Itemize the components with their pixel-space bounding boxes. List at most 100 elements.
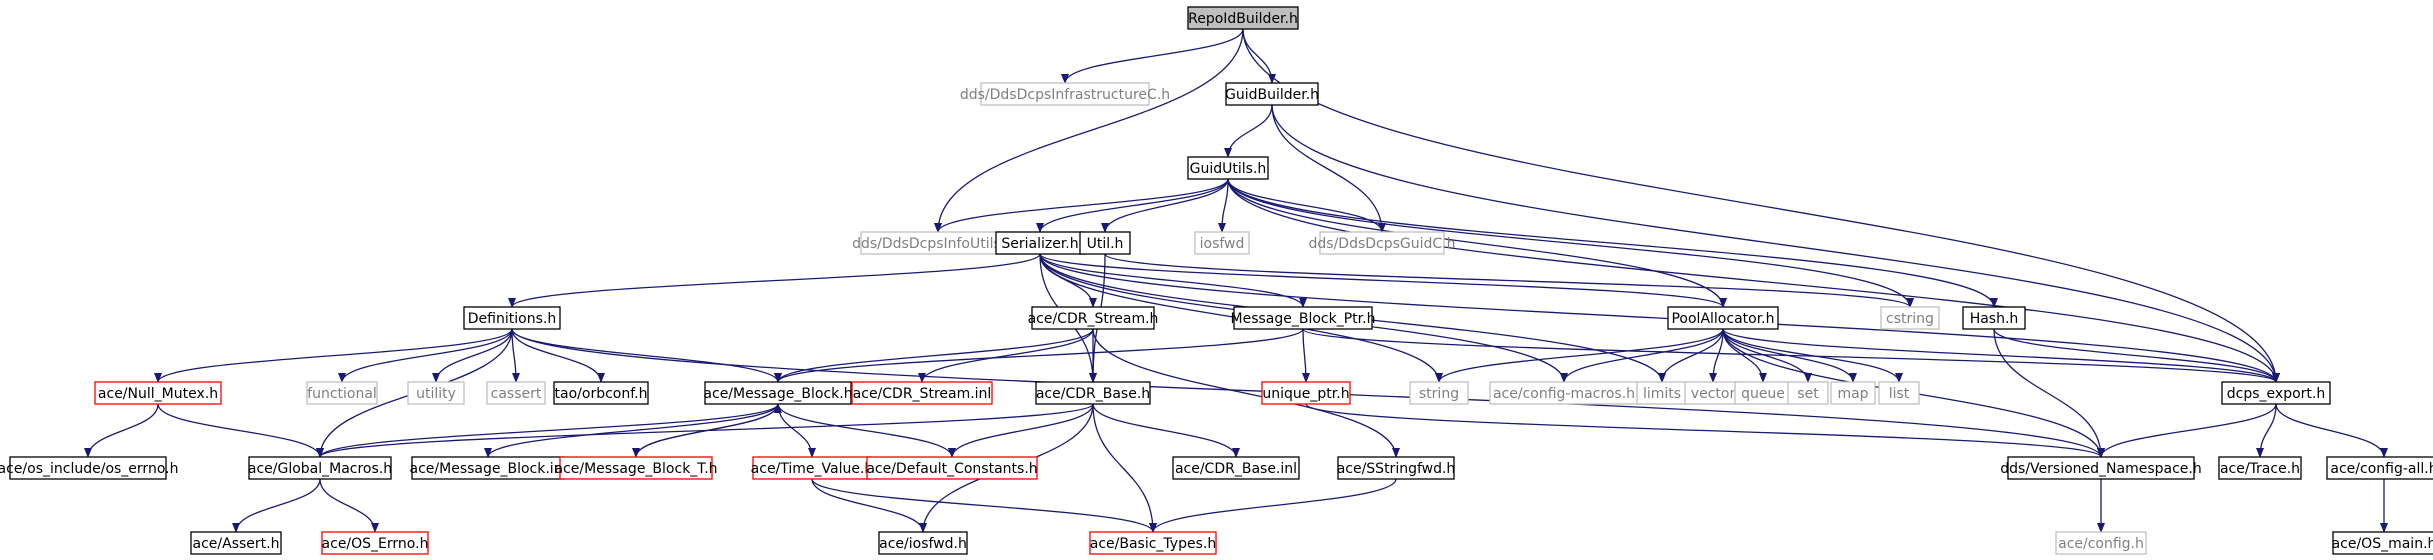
node-label: ace/iosfwd.h (879, 536, 967, 552)
node-label: Message_Block_Ptr.h (1231, 311, 1376, 327)
node-default-constants[interactable]: ace/Default_Constants.h (866, 456, 1038, 480)
node-box (1261, 381, 1351, 405)
node-box (1089, 531, 1217, 555)
node-serializer[interactable]: Serializer.h (995, 231, 1085, 255)
node-label: GuidBuilder.h (1225, 87, 1319, 103)
node-label: tao/orbconf.h (555, 386, 648, 402)
node-functional: functional (306, 381, 378, 405)
edge-CDR_Stream-to-Message_Block (774, 328, 1094, 383)
node-os-main[interactable]: ace/OS_main.h (2332, 531, 2433, 555)
node-box (2218, 456, 2302, 480)
node-utility: utility (407, 381, 465, 405)
edge-GuidBuilder-to-DdsDcpsGuidC (1271, 104, 1386, 233)
edge-path (1036, 178, 1229, 233)
edge-path (316, 403, 779, 458)
edge-GuidBuilder-to-GuidUtils (1224, 104, 1273, 158)
node-unique-ptr[interactable]: unique_ptr.h (1261, 381, 1351, 405)
node-cdr-stream-inl[interactable]: ace/CDR_Stream.inl (851, 381, 993, 405)
node-cdr-base[interactable]: ace/CDR_Base.h (1035, 381, 1151, 405)
node-trace[interactable]: ace/Trace.h (2218, 456, 2302, 480)
node-label: ace/Message_Block.h (703, 386, 852, 402)
node-basic-types[interactable]: ace/Basic_Types.h (1089, 531, 1217, 555)
node-box (94, 381, 222, 405)
node-definitions[interactable]: Definitions.h (463, 306, 561, 330)
node-assert[interactable]: ace/Assert.h (190, 531, 282, 555)
edge-path (316, 403, 1094, 458)
edge-path (1242, 28, 1276, 84)
node-box (2332, 531, 2433, 555)
edge-Definitions-to-functional (338, 328, 513, 383)
edge-GuidUtils-to-Hash (1227, 178, 1998, 308)
node-poolallocator[interactable]: PoolAllocator.h (1667, 306, 1779, 330)
node-orbconf[interactable]: tao/orbconf.h (553, 381, 649, 405)
edge-Serializer-to-dcps_export (1039, 253, 2280, 383)
edge-path (1149, 478, 1397, 533)
edge-Null_Mutex-to-os_errno (84, 403, 159, 458)
node-versioned-namespace[interactable]: dds/Versioned_Namespace.h (2000, 456, 2202, 480)
node-global-macros[interactable]: ace/Global_Macros.h (248, 456, 392, 480)
node-message-block-ptr[interactable]: Message_Block_Ptr.h (1231, 306, 1376, 330)
edge-Global_Macros-to-OS_Errno (319, 478, 379, 533)
node-box (1830, 381, 1876, 405)
edge-GuidUtils-to-Serializer (1036, 178, 1229, 233)
edge-Hash-to-dcps_export (1993, 328, 2280, 383)
edge-PoolAllocator-to-set (1722, 328, 1812, 383)
node-guidbuilder[interactable]: GuidBuilder.h (1225, 82, 1319, 106)
node-label: queue (1741, 386, 1785, 402)
node-message-block-inl[interactable]: ace/Message_Block.inl (410, 456, 567, 480)
node-null-mutex[interactable]: ace/Null_Mutex.h (94, 381, 222, 405)
node-time-value[interactable]: ace/Time_Value.h (751, 456, 874, 480)
edge-Message_Block-to-Global_Macros (316, 403, 779, 458)
edge-path (1092, 403, 1240, 458)
node-os-errno[interactable]: ace/OS_Errno.h (321, 531, 429, 555)
node-cassert: cassert (486, 381, 546, 405)
node-box (2007, 456, 2195, 480)
node-label: dds/Versioned_Namespace.h (2000, 461, 2201, 477)
edge-path (84, 403, 159, 458)
node-box (407, 381, 465, 405)
node-sstringfwd[interactable]: ace/SStringfwd.h (1337, 456, 1456, 480)
node-ace-iosfwd[interactable]: ace/iosfwd.h (878, 531, 968, 555)
edge-Serializer-to-Definitions (508, 253, 1041, 308)
edge-path (934, 178, 1229, 233)
node-ddsdcpsinfoutilsc: dds/DdsDcpsInfoUtilsC.h (852, 231, 1024, 255)
node-box (306, 381, 378, 405)
node-box (1233, 306, 1373, 330)
node-util[interactable]: Util.h (1079, 231, 1131, 255)
node-cdr-base-inl[interactable]: ace/CDR_Base.inl (1172, 456, 1300, 480)
node-config-all[interactable]: ace/config-all.h (2326, 456, 2433, 480)
node-config: ace/config.h (2055, 531, 2147, 555)
node-label: ace/Assert.h (193, 536, 280, 552)
node-box (1337, 456, 1455, 480)
node-message-block[interactable]: ace/Message_Block.h (703, 381, 853, 405)
node-string: string (1409, 381, 1469, 405)
node-box (553, 381, 649, 405)
edge-GuidUtils-to-dcps_export (1227, 178, 2280, 383)
edge-Serializer-to-PoolAllocator (1039, 253, 1727, 308)
node-message-block-t[interactable]: ace/Message_Block_T.h (554, 456, 718, 480)
edge-path (1658, 328, 1724, 383)
node-list: list (1878, 381, 1920, 405)
node-box (1079, 231, 1131, 255)
node-guidutils[interactable]: GuidUtils.h (1187, 156, 1269, 180)
node-box (1880, 306, 1940, 330)
node-box (321, 531, 429, 555)
node-label: ace/Default_Constants.h (866, 461, 1037, 477)
node-label: dcps_export.h (2227, 386, 2325, 402)
edge-Message_Block_Ptr-to-Message_Block (774, 328, 1304, 383)
edge-PoolAllocator-to-limits (1658, 328, 1724, 383)
edge-path (1104, 253, 1914, 308)
node-box (1962, 306, 2026, 330)
node-os-errno[interactable]: ace/os_include/os_errno.h (0, 456, 178, 480)
node-dcps-export[interactable]: dcps_export.h (2221, 381, 2331, 405)
node-cdr-stream[interactable]: ace/CDR_Stream.h (1028, 306, 1159, 330)
node-box (1225, 82, 1319, 106)
edge-path (918, 328, 1094, 383)
node-repoidbuilder[interactable]: RepoIdBuilder.h (1187, 6, 1299, 30)
edge-PoolAllocator-to-dcps_export (1722, 328, 2280, 383)
edge-GuidUtils-to-Util (1101, 178, 1229, 233)
node-label: ace/OS_Errno.h (322, 536, 429, 552)
edge-path (1722, 328, 1857, 383)
node-hash[interactable]: Hash.h (1962, 306, 2026, 330)
node-box (878, 531, 968, 555)
